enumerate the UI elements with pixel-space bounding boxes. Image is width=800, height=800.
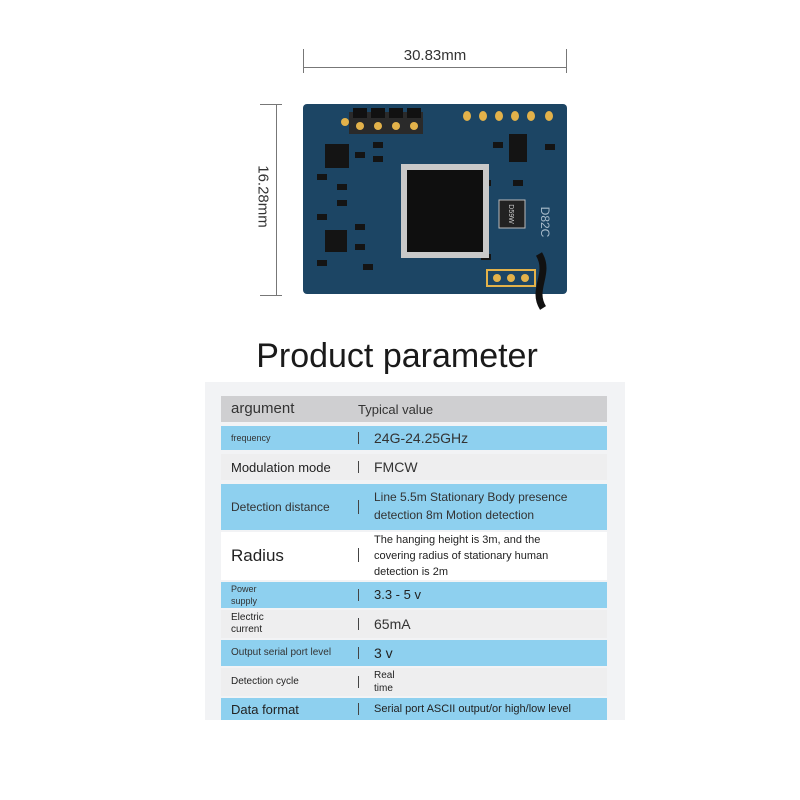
component-marking: D59W bbox=[507, 204, 514, 224]
row-argument-line: supply bbox=[231, 596, 258, 606]
row-value: Real time bbox=[374, 669, 395, 695]
header-value: Typical value bbox=[358, 402, 434, 417]
pin-header bbox=[341, 108, 423, 134]
row-value: 65mA bbox=[374, 616, 411, 632]
row-argument: Data format bbox=[231, 702, 299, 717]
row-value: Serial port ASCII output/or high/low lev… bbox=[374, 703, 571, 715]
row-argument: Detection distance bbox=[231, 500, 330, 514]
table-row: Output serial port level 3 v bbox=[221, 640, 607, 666]
row-argument: Output serial port level bbox=[231, 647, 332, 658]
marked-component: D59W bbox=[498, 199, 526, 229]
table-row: Data format Serial port ASCII output/or … bbox=[221, 698, 607, 720]
row-argument: frequency bbox=[231, 433, 271, 443]
row-argument-line: Power bbox=[231, 584, 257, 594]
table-row: Detection cycle Real time bbox=[221, 668, 607, 696]
board-illustration: D59W D82C bbox=[317, 108, 555, 310]
row-value-line: The hanging height is 3m, and the bbox=[374, 534, 541, 546]
width-label: 30.83mm bbox=[403, 47, 467, 64]
table-row: Modulation mode FMCW bbox=[221, 454, 607, 480]
row-argument: Detection cycle bbox=[231, 676, 299, 687]
table-row: Radius The hanging height is 3m, and the… bbox=[221, 532, 607, 580]
row-value: The hanging height is 3m, and the coveri… bbox=[374, 532, 548, 580]
row-value: 3.3 - 5 v bbox=[374, 587, 421, 602]
row-argument: Power supply bbox=[231, 583, 257, 607]
edge-pads bbox=[463, 111, 553, 121]
row-argument-line: current bbox=[231, 624, 263, 635]
row-value-line: detection 8m Motion detection bbox=[374, 508, 535, 522]
row-value: 24G-24.25GHz bbox=[374, 430, 469, 446]
row-value-line: covering radius of stationary human bbox=[374, 550, 549, 562]
height-label: 16.28mm bbox=[254, 165, 272, 228]
table-row: Electric current 65mA bbox=[221, 610, 607, 638]
page-title: Product parameter bbox=[214, 330, 580, 382]
parameter-table: argument Typical value frequency 24G-24.… bbox=[205, 382, 625, 720]
row-value-line: time bbox=[374, 683, 393, 694]
row-argument: Radius bbox=[231, 546, 284, 565]
table-header: argument Typical value bbox=[221, 396, 607, 422]
row-value: FMCW bbox=[374, 459, 418, 475]
wire bbox=[535, 252, 547, 310]
row-value: 3 v bbox=[374, 645, 393, 661]
radar-module-board: D59W D82C bbox=[303, 104, 567, 310]
row-value-line: detection is 2m bbox=[374, 566, 448, 578]
main-ic bbox=[401, 164, 489, 258]
row-value-line: Line 5.5m Stationary Body presence bbox=[374, 490, 568, 504]
row-value-line: Real bbox=[374, 670, 395, 681]
bottom-connector bbox=[486, 269, 536, 287]
header-argument: argument bbox=[231, 400, 295, 417]
row-value: Line 5.5m Stationary Body presence detec… bbox=[374, 488, 567, 524]
row-argument: Modulation mode bbox=[231, 460, 331, 475]
table-row: frequency 24G-24.25GHz bbox=[221, 426, 607, 450]
row-argument-line: Electric bbox=[231, 612, 264, 623]
width-dimension: 30.83mm bbox=[303, 45, 567, 75]
table-row: Power supply 3.3 - 5 v bbox=[221, 582, 607, 608]
height-dimension: 16.28mm bbox=[254, 104, 286, 296]
board-marking: D82C bbox=[538, 207, 552, 238]
row-argument: Electric current bbox=[231, 612, 264, 636]
table-row: Detection distance Line 5.5m Stationary … bbox=[221, 484, 607, 530]
